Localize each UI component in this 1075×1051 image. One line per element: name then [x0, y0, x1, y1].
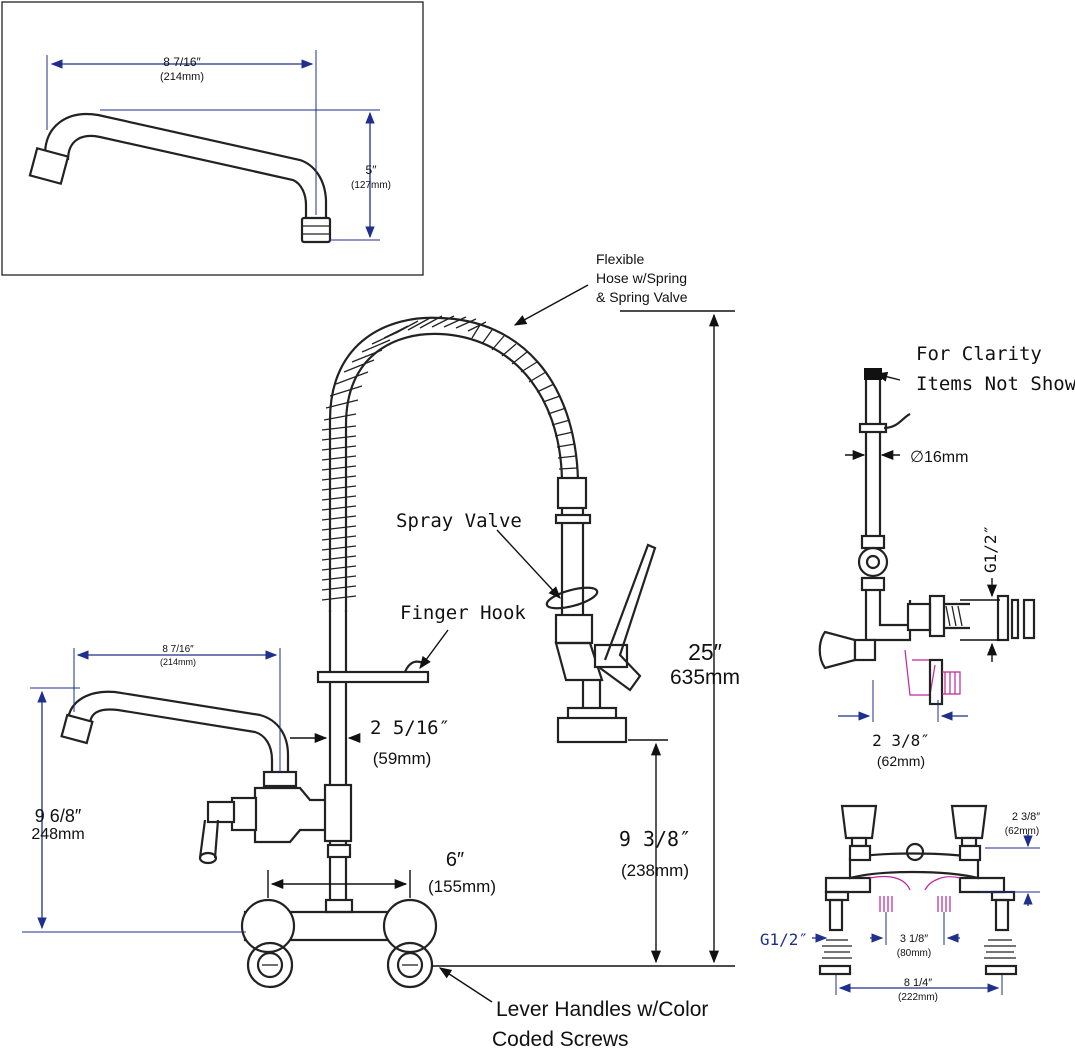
overall-height-in: 25″	[688, 639, 722, 665]
lever-label-line1: Lever Handles w/Color	[496, 998, 708, 1021]
spout-height-mm: 248mm	[31, 826, 84, 843]
inset-spout-box	[1, 1, 424, 276]
main-faucet	[60, 315, 657, 989]
hose-label-line2: Hose w/Spring	[596, 270, 687, 286]
side-view	[818, 368, 1036, 722]
clarity-label-line1: For Clarity	[916, 343, 1042, 365]
bottom-view	[812, 804, 1040, 995]
lever-label-line2: Coded Screws	[492, 1028, 629, 1051]
inset-width-mm: (214mm)	[160, 71, 204, 83]
spray-valve-label: Spray Valve	[396, 510, 522, 532]
main-dimension-lines	[22, 310, 735, 967]
main-spout-width-in: 8 7/16″	[162, 644, 194, 655]
clarity-label-line2: Items Not Shown	[916, 373, 1075, 395]
bottom-depth-in: 2 3/8″	[1012, 811, 1040, 823]
inset-height-mm: (127mm)	[351, 180, 391, 191]
side-depth-in: 2 3/8″	[872, 731, 930, 750]
bottom-span-in: 8 1/4″	[904, 977, 932, 989]
finger-hook-label: Finger Hook	[400, 602, 526, 624]
center-mm: (155mm)	[428, 877, 496, 896]
hose-label-line3: & Spring Valve	[596, 289, 688, 305]
bottom-depth-mm: (62mm)	[1005, 826, 1039, 837]
side-diameter: ∅16mm	[910, 449, 968, 466]
hose-label-line1: Flexible	[596, 251, 644, 267]
offset-in: 2 5/16″	[370, 717, 450, 739]
spout-height-in: 9 6/8″	[35, 806, 82, 826]
bottom-span-mm: (222mm)	[898, 992, 938, 1003]
bottom-thread: G1/2″	[760, 930, 808, 949]
inset-width-in: 8 7/16″	[163, 55, 201, 69]
center-in: 6″	[446, 849, 464, 871]
overall-height-mm: 635mm	[670, 666, 740, 689]
offset-mm: (59mm)	[373, 749, 432, 768]
bottom-inlet-mm: (80mm)	[897, 948, 931, 959]
inset-height-in: 5″	[366, 163, 378, 177]
side-thread: G1/2″	[981, 525, 1000, 573]
main-spout-width-mm: (214mm)	[160, 657, 196, 667]
spring-coil	[321, 315, 580, 612]
valve-height-in: 9 3/8″	[619, 827, 691, 851]
valve-height-mm: (238mm)	[621, 861, 689, 880]
side-depth-mm: (62mm)	[877, 753, 925, 769]
bottom-inlet-in: 3 1/8″	[900, 933, 928, 945]
